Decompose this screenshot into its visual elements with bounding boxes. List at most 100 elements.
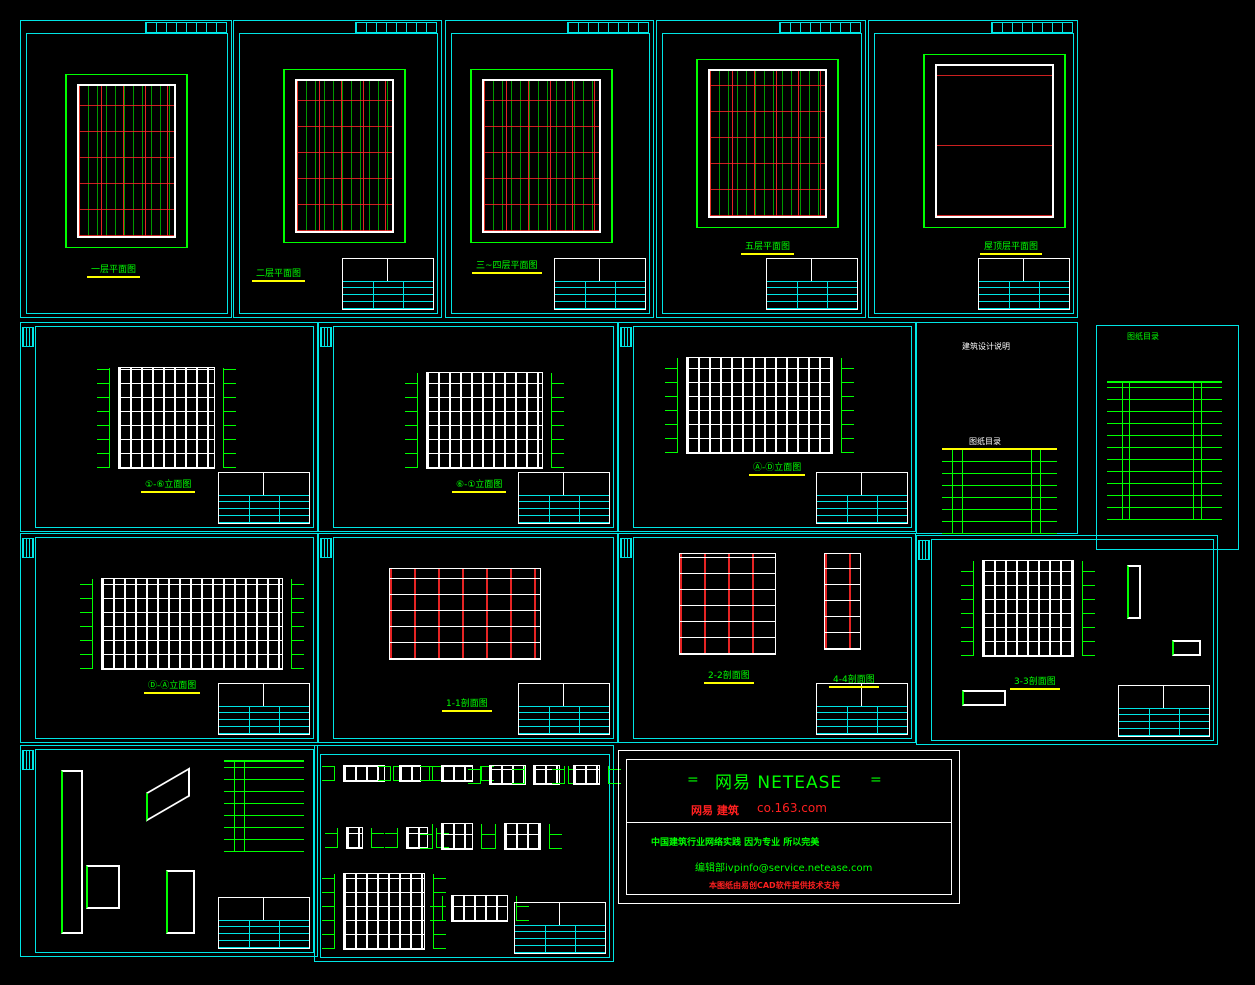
sheet-side-strip [22,750,34,770]
netease-info-panel: = 网易 NETEASE = 网易 建筑 co.163.com 中国建筑行业网络… [618,750,960,904]
sheet-frame: Ⓐ-Ⓓ立面图 [633,326,912,528]
sheet-title: ⑥-①立面图 [452,477,507,493]
elevation-drawing [97,367,236,469]
sheet-frame: 屋顶层平面图 [874,33,1074,314]
sheet-frame [320,754,621,958]
sheet-frame: 一层平面图 [26,33,228,314]
railing-elevation [430,895,529,922]
roof-plan-drawing [923,54,1066,228]
sheet-header-strip [567,22,649,33]
window-elevation [552,765,621,785]
sheet-title: 二层平面图 [252,266,306,282]
door-elevation [420,823,494,850]
sheet-section-2[interactable]: 2-2剖面图 4-4剖面图 [618,533,916,743]
sheet-section-1[interactable]: 1-1剖面图 [318,533,618,743]
design-notes-title: 建筑设计说明 [962,342,1010,351]
wall-section-detail [61,770,83,934]
detail-drawing [962,690,1006,706]
sheet-frame: 2-2剖面图 4-4剖面图 [633,537,912,739]
door-window-table [224,760,304,852]
sheet-elevation-3[interactable]: Ⓐ-Ⓓ立面图 [618,322,916,532]
elevation-drawing [80,578,304,670]
table-title: 图纸目录 [969,437,1001,446]
sheet-frame: ⑥-①立面图 [333,326,614,528]
title-block [518,472,610,524]
title-block [554,258,646,310]
sheet-header-strip [145,22,227,33]
window-elevation [378,765,442,782]
sheet-frame [35,749,314,953]
sheet-header-strip [991,22,1073,33]
sheet-title: 五层平面图 [741,239,795,255]
sheet-plan-3[interactable]: 三~四层平面图 [445,20,654,318]
sheet-title: 三~四层平面图 [472,258,542,274]
curtain-wall-elevation [322,873,446,950]
sheet-title: Ⓓ-Ⓐ立面图 [144,678,201,694]
sheet-section-3-details[interactable]: 3-3剖面图 [916,535,1218,745]
title-block [816,683,908,735]
title-block [218,683,310,735]
sheet-wall-details[interactable] [20,745,318,957]
site-link[interactable]: co.163.com [757,801,827,815]
drawing-list-table [942,448,1057,534]
equals-right: = [870,772,882,788]
title-block [218,897,310,949]
sheet-plan-1[interactable]: 一层平面图 [20,20,232,318]
sheet-side-strip [918,540,930,560]
sheet-title: ①-⑥立面图 [141,477,196,493]
sheet-frame: 三~四层平面图 [451,33,650,314]
floor-plan-drawing [696,59,839,228]
sheet-frame: 1-1剖面图 [333,537,614,739]
title-block [766,258,858,310]
title-block [218,472,310,524]
eave-detail [146,767,190,822]
sheet-plan-5[interactable]: 五层平面图 [656,20,866,318]
title-block [514,902,606,954]
floor-plan-drawing [283,69,406,243]
sheet-frame: ①-⑥立面图 [35,326,314,528]
floor-plan-drawing [65,74,188,248]
parapet-detail [166,870,195,934]
sheet-title: Ⓐ-Ⓓ立面图 [749,460,806,476]
sheet-frame: 二层平面图 [239,33,438,314]
section-drawing [679,553,776,655]
sheet-door-window-details[interactable] [314,745,621,962]
index-title: 图纸目录 [1127,332,1159,341]
sheet-elevation-4[interactable]: Ⓓ-Ⓐ立面图 [20,533,318,743]
sheet-plan-2[interactable]: 二层平面图 [233,20,442,318]
stair-section-drawing [824,553,861,650]
title-block [816,472,908,524]
elevation-drawing [665,357,854,454]
detail-drawing [1127,565,1141,619]
sheet-side-strip [620,538,632,558]
sheet-elevation-1[interactable]: ①-⑥立面图 [20,322,318,532]
drawing-index-table [1107,381,1222,520]
channel-name: 网易 建筑 [691,804,739,817]
equals-left: = [687,772,699,788]
sheet-header-strip [779,22,861,33]
title-block [342,258,434,310]
drawing-index-sheet[interactable]: 图纸目录 [1096,325,1239,550]
sheet-frame: 五层平面图 [662,33,862,314]
sheet-roof-plan[interactable]: 屋顶层平面图 [868,20,1078,318]
sheet-title: 2-2剖面图 [704,668,754,684]
sheet-side-strip [620,327,632,347]
email-link[interactable]: 编辑部ivpinfo@service.netease.com [695,863,873,874]
door-elevation [483,823,562,850]
sheet-title: 3-3剖面图 [1010,674,1060,690]
sheet-header-strip [355,22,437,33]
sheet-title: 一层平面图 [87,262,141,278]
sheet-elevation-2[interactable]: ⑥-①立面图 [318,322,618,532]
sheet-side-strip [22,327,34,347]
sheet-side-strip [320,538,332,558]
support-note: 本图纸由易创CAD软件提供技术支持 [709,881,840,890]
sheet-frame: 3-3剖面图 [931,539,1214,741]
sheet-title-secondary: 4-4剖面图 [829,672,879,688]
sheet-title: 屋顶层平面图 [980,239,1043,255]
design-notes-sheet[interactable]: 建筑设计说明 图纸目录 [916,322,1078,534]
sheet-title: 1-1剖面图 [442,696,492,712]
floor-plan-drawing [470,69,613,243]
elevation-drawing [405,372,564,469]
title-block [518,683,610,735]
slogan: 中国建筑行业网络实践 因为专业 所以完美 [651,838,820,848]
